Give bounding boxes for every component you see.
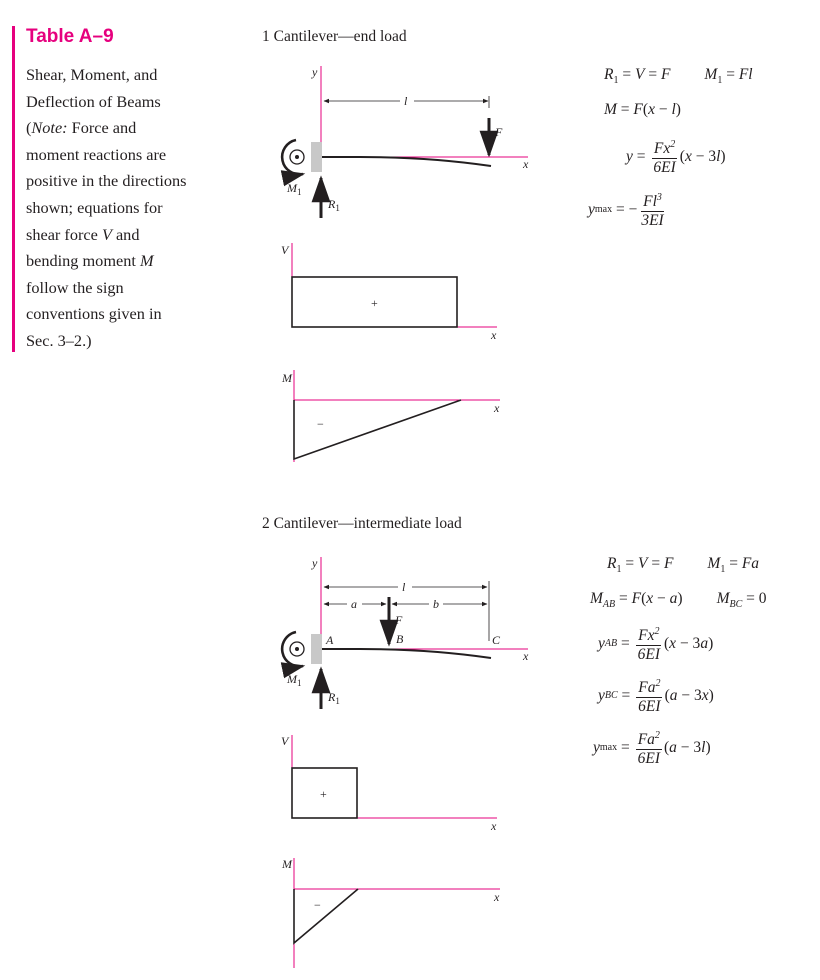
case1-moment-circle [289, 149, 305, 165]
case1-beam-diagram: y l F x M1 R1 [280, 65, 529, 218]
case1-x-label: x [522, 157, 529, 171]
case2-y-label: y [311, 556, 318, 570]
case2-moment-triangle [293, 888, 359, 945]
case2-dim-b: b [433, 597, 439, 611]
case1-eq-moment: M = F(x − l) [604, 101, 681, 118]
case1-M-label: M [281, 371, 293, 385]
case1-dim-l: l [404, 94, 408, 108]
case2-eq-moments: MAB = F(x − a) MBC = 0 [590, 590, 767, 611]
case1-shear-x-label: x [490, 328, 497, 342]
case2-point-C: C [492, 633, 501, 647]
case1-moment-x-label: x [493, 401, 500, 415]
table-description: Shear, Moment, and Deflection of Beams (… [26, 65, 187, 350]
case2-shear-x-label: x [490, 819, 497, 833]
case2-point-A: A [325, 633, 334, 647]
case2-point-B: B [396, 632, 404, 646]
case1-moment-triangle [293, 399, 462, 461]
case2-moment-sign: − [314, 898, 321, 912]
case1-R1-label: R1 [327, 197, 340, 213]
case2-moment-x-label: x [493, 890, 500, 904]
case2-shear-sign: + [320, 787, 327, 801]
case1-wall [311, 142, 322, 172]
case1-force-label: F [494, 125, 503, 139]
case2-beam-diagram: y l a b F A B C x M1 R1 [280, 556, 529, 709]
case2-dim-a: a [351, 597, 357, 611]
case1-shear-rect [291, 276, 458, 328]
case1-title: 1 Cantilever—end load [262, 28, 407, 45]
case1-moment-sign: − [317, 417, 324, 431]
case2-dim-l: l [402, 580, 406, 594]
case2-shear-diagram: V x + [281, 734, 497, 833]
case2-M1-label: M1 [286, 672, 302, 688]
case2-deflected-beam [322, 648, 492, 659]
case2-shear-rect [291, 767, 358, 819]
case1-moment-diagram: M x − [281, 370, 500, 462]
case2-title: 2 Cantilever—intermediate load [262, 515, 462, 532]
case2-moment-arrow [280, 630, 306, 679]
case1-eq-reactions: R1 = V = F M1 = Fl [604, 66, 753, 87]
case1-M1-label: M1 [286, 181, 302, 197]
table-sidebar: Table A–9 Shear, Moment, and Deflection … [12, 26, 217, 352]
case2-V-label: V [281, 734, 290, 748]
case1-deflected-beam [322, 156, 492, 167]
case2-eq-reactions: R1 = V = F M1 = Fa [607, 555, 760, 576]
case2-x-label: x [522, 649, 529, 663]
case1-shear-diagram: V x + [281, 243, 497, 342]
case2-moment-diagram: M x − [281, 857, 500, 968]
case2-R1-label: R1 [327, 690, 340, 706]
case2-M-label: M [281, 857, 293, 871]
case1-y-label: y [311, 65, 318, 79]
case1-shear-sign: + [371, 296, 378, 310]
case1-moment-arrow [280, 138, 306, 187]
table-title: Table A–9 [26, 26, 114, 47]
case1-V-label: V [281, 243, 290, 257]
case2-wall [311, 634, 322, 664]
case2-force-label: F [394, 613, 403, 627]
